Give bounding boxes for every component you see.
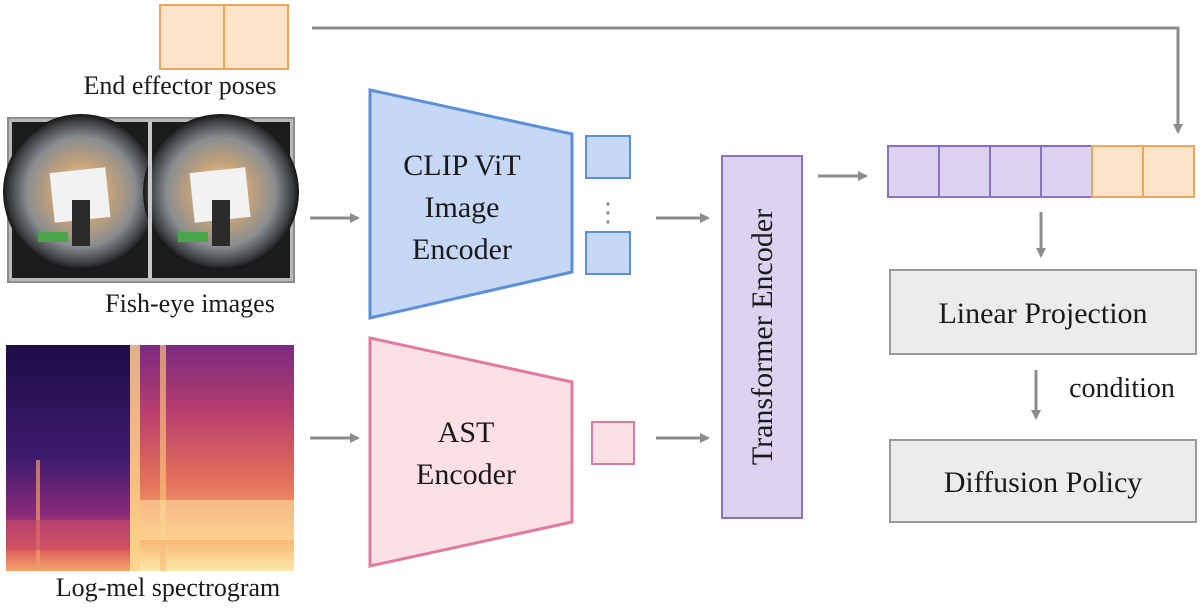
ast-encoder-label-1: AST [438,416,495,449]
end-effector-poses-label: End effector poses [83,71,276,100]
visual-tokens-ellipsis: ⋮ [595,198,621,228]
transformer-encoder-block [721,155,803,519]
diffusion-policy-block [889,439,1197,523]
poses-skip-arrow [312,26,1183,134]
clip-encoder-block [368,88,574,320]
condition-label: condition [1069,373,1175,404]
clip-encoder-label-1: CLIP ViT [403,149,520,182]
diffusion-policy-label: Diffusion Policy [944,466,1143,499]
linear-projection-block [889,269,1197,355]
ast-encoder-label-2: Encoder [416,458,516,491]
clip-encoder-label-3: Encoder [412,233,512,266]
log-mel-spectrogram [6,345,294,571]
fisheye-images-label: Fish-eye images [105,289,275,318]
linear-projection-label: Linear Projection [938,297,1147,330]
ast-encoder-block [368,336,574,568]
fused-token-sequence [887,145,1195,198]
end-effector-poses-tokens [159,4,289,70]
clip-encoder-label-2: Image [425,191,500,224]
visual-token-top [585,135,631,179]
fisheye-images [3,114,299,283]
audio-token [591,421,635,465]
visual-token-bottom [585,231,631,275]
transformer-encoder-label: Transformer Encoder [746,209,779,465]
spectrogram-label: Log-mel spectrogram [56,573,281,602]
